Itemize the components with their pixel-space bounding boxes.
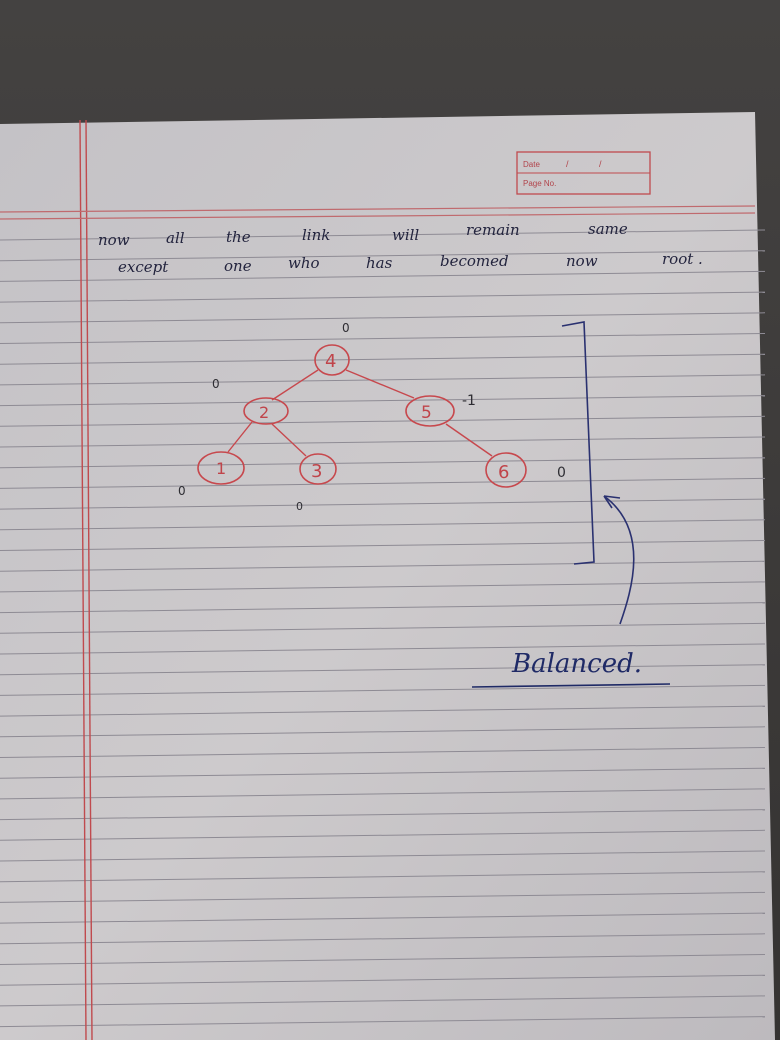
- rule-line: [0, 229, 766, 241]
- rule-line: [0, 850, 766, 862]
- rule-line: [0, 457, 766, 469]
- tree-node-3: 3 0: [296, 453, 337, 513]
- date-page-stamp: Date / / Page No.: [516, 151, 651, 195]
- balance-factor: 0: [342, 321, 350, 335]
- note-word: all: [166, 229, 185, 247]
- rule-line: [0, 788, 766, 800]
- rule-line: [0, 250, 766, 262]
- tree-node-5: 5 -1: [405, 393, 476, 427]
- balance-factor: 0: [296, 500, 303, 513]
- node-label: 1: [216, 459, 226, 478]
- note-word: root .: [662, 250, 703, 268]
- rule-line: [0, 519, 766, 531]
- balance-factor: 0: [557, 465, 566, 481]
- rule-line: [0, 954, 766, 965]
- note-word: will: [392, 226, 419, 244]
- note-word: who: [288, 254, 320, 272]
- note-word: now: [98, 231, 130, 249]
- edge-2-3: [271, 423, 307, 457]
- rule-line: [0, 664, 766, 676]
- note-word: becomed: [440, 252, 509, 270]
- rule-line: [0, 974, 766, 986]
- tree-node-4: 4 0: [314, 321, 350, 376]
- note-word: except: [118, 258, 169, 276]
- rule-line: [0, 602, 766, 614]
- rule-line: [0, 560, 766, 572]
- edge-5-6: [445, 423, 493, 457]
- note-word: link: [302, 226, 330, 244]
- rule-line: [0, 415, 766, 427]
- rule-line: [0, 374, 766, 386]
- margin-line-inner: [85, 119, 93, 1040]
- arrow-icon: [603, 495, 635, 625]
- margin-line-outer: [79, 119, 87, 1040]
- node-label: 4: [325, 351, 336, 372]
- rule-line: [0, 684, 766, 696]
- rule-line: [0, 891, 766, 903]
- note-line-2: except one who has becomed now root .: [118, 250, 703, 276]
- page-no-label: Page No.: [523, 179, 556, 188]
- edge-4-2: [271, 369, 319, 401]
- node-label: 5: [421, 403, 432, 423]
- tree-node-1: 1 0: [178, 451, 245, 498]
- balance-factor: -1: [462, 393, 476, 409]
- note-word: now: [566, 252, 598, 270]
- date-value: / /: [566, 159, 616, 169]
- tree-edges: [227, 369, 493, 457]
- rule-line: [0, 995, 766, 1007]
- header-rule-2: [0, 212, 756, 220]
- rule-line: [0, 1016, 766, 1028]
- node-label: 2: [259, 403, 269, 422]
- edge-2-1: [227, 421, 253, 453]
- rule-line: [0, 498, 766, 510]
- rule-line: [0, 291, 766, 303]
- note-word: the: [226, 228, 251, 246]
- rule-line: [0, 622, 766, 634]
- rule-line: [0, 353, 766, 365]
- rule-line: [0, 643, 766, 655]
- rule-line: [0, 540, 766, 551]
- tree-node-2: 2 0: [212, 377, 289, 425]
- rule-line: [0, 477, 766, 489]
- rule-line: [0, 747, 766, 758]
- balanced-label: Balanced.: [511, 649, 642, 679]
- balanced-bracket: [561, 321, 635, 625]
- header-rule-1: [0, 205, 756, 213]
- edge-4-5: [345, 369, 415, 399]
- note-line-1: now all the link will remain same: [98, 220, 628, 249]
- rule-line: [0, 871, 766, 883]
- rule-line: [0, 912, 766, 924]
- rule-line: [0, 767, 766, 779]
- node-label: 3: [311, 461, 322, 482]
- note-word: same: [588, 220, 628, 238]
- rule-line: [0, 333, 766, 344]
- rule-line: [0, 933, 766, 945]
- tree-node-6: 6 0: [485, 452, 566, 488]
- rule-line: [0, 270, 766, 282]
- rule-line: [0, 395, 766, 407]
- note-word: remain: [466, 221, 520, 239]
- ruled-lines: [0, 229, 766, 1028]
- node-label: 6: [498, 462, 509, 483]
- rule-line: [0, 809, 766, 821]
- rule-line: [0, 312, 766, 324]
- balance-factor: 0: [212, 377, 220, 391]
- rule-line: [0, 829, 766, 841]
- balance-factor: 0: [178, 484, 186, 498]
- rule-line: [0, 705, 766, 717]
- balanced-underline: [471, 683, 671, 688]
- date-label: Date: [523, 160, 540, 169]
- note-word: has: [366, 254, 393, 272]
- rule-line: [0, 581, 766, 593]
- rule-line: [0, 436, 766, 448]
- rule-line: [0, 726, 766, 738]
- note-word: one: [224, 257, 252, 275]
- paper-sheet: [0, 112, 775, 1040]
